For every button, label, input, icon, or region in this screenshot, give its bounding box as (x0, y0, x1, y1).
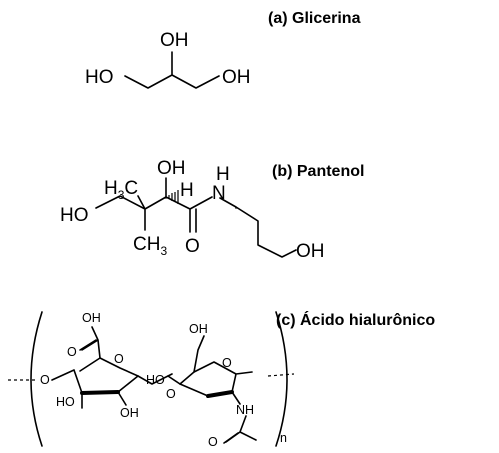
ring1-acid-o: O (67, 345, 77, 359)
repeat-bracket-right (275, 311, 288, 447)
panthenol-hashed-wedge (168, 190, 179, 204)
glycosidic-o: O (166, 387, 176, 401)
caption-panthenol: (b) Pantenol (272, 163, 365, 180)
ring1-ring-o: O (114, 352, 124, 366)
ring1-oh: OH (120, 406, 139, 420)
repeat-bracket-left (30, 311, 43, 447)
panthenol-amide-n: N (212, 183, 226, 204)
panthenol-left-bonds (95, 195, 167, 231)
panthenol-oh-right: OH (296, 241, 325, 262)
panthenol-structure: OH HO H3C CH3 H N H O OH (60, 158, 325, 262)
panthenol-backbone-bonds (165, 196, 213, 233)
ring1-carboxyl-bonds (79, 326, 101, 359)
ring2-acetamido-bonds (223, 391, 257, 444)
glycerin-skeleton-bonds (124, 51, 220, 89)
glycerin-structure: HO OH OH (85, 30, 251, 89)
panthenol-propyl-chain-bonds (219, 197, 297, 258)
ring1-substituent-bonds (81, 373, 173, 409)
panthenol-alpha-h: H (180, 180, 194, 201)
caption-glycerin: (a) Glicerina (268, 10, 361, 27)
panthenol-oh-top: OH (157, 158, 186, 179)
panthenol-amide-h: H (216, 164, 230, 185)
glycerin-ho-left: HO (85, 67, 114, 88)
panthenol-carbonyl-o: O (185, 236, 200, 257)
hyaluronic-acid-structure: OH O O O HO OH O OH O HO NH O n (8, 311, 295, 449)
ring1-ho: HO (56, 395, 75, 409)
panthenol-ch3-label: CH3 (133, 234, 167, 258)
glycerin-oh-top: OH (160, 30, 189, 51)
ring2-ho-bond (167, 375, 181, 385)
ring2-ho: HO (146, 373, 165, 387)
ring2-acetyl-o: O (208, 435, 218, 449)
ring1-bold-edge (80, 390, 120, 395)
chain-end-right (267, 373, 295, 377)
ring1-acid-oh: OH (82, 311, 101, 325)
panthenol-h3c-label: H3C (104, 178, 138, 202)
ring2-bold-edge (206, 390, 234, 398)
caption-hyaluronic-acid: (c) Ácido hialurônico (276, 312, 436, 329)
ring1-link-o: O (40, 373, 50, 387)
panthenol-ho-left: HO (60, 205, 89, 226)
repeat-subscript-n: n (280, 431, 287, 445)
ring2-bonds (179, 361, 253, 397)
glycerin-oh-right: OH (222, 67, 251, 88)
ring2-ch2-oh: OH (189, 322, 208, 336)
ring2-nh: NH (236, 403, 254, 417)
ring2-ring-o: O (222, 356, 232, 370)
ring2-ch2oh-bonds (193, 335, 205, 373)
ring1-bonds (51, 357, 139, 394)
